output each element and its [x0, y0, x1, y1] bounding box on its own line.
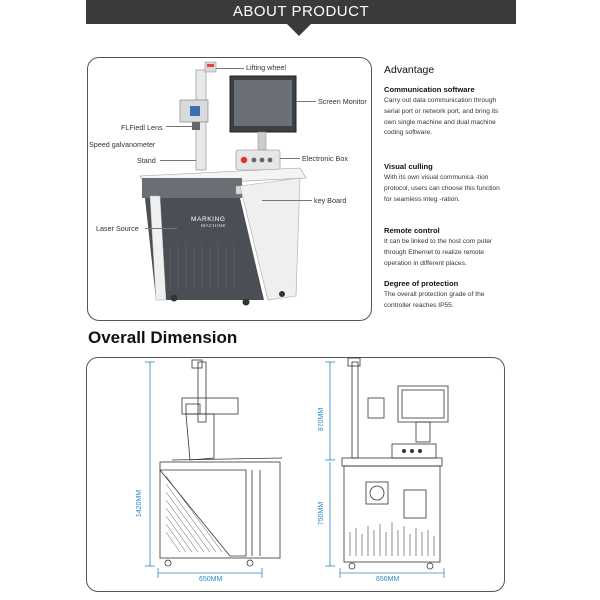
dimension-panel: [86, 357, 505, 592]
callout-lifting-wheel: Lifting wheel: [246, 63, 286, 72]
callout-electronic-box: Electronic Box: [302, 154, 348, 163]
caster: [279, 291, 285, 297]
callout-galvanometer: Speed galvanometer: [89, 140, 156, 149]
dimension-right-top-height: 870MM: [318, 407, 326, 432]
machine-text-line1: MARKING: [191, 216, 226, 223]
dimension-right-bottom-height: 750MM: [318, 501, 326, 526]
callout-keyboard: key Board: [314, 196, 347, 205]
feature-title: Remote control: [384, 226, 440, 235]
dimension-left-height: 1420MM: [136, 489, 144, 518]
dimension-left-width: 650MM: [199, 576, 223, 583]
caster: [242, 298, 250, 306]
feature-text: With its own visual communica -tion prot…: [384, 174, 500, 203]
banner-notch: [287, 24, 311, 36]
section-banner: ABOUT PRODUCT: [86, 0, 516, 24]
feature-text: It can be linked to the host com puter t…: [384, 238, 493, 267]
feature-text: Carry out data communication through ser…: [384, 97, 499, 137]
feature-title: Degree of protection: [384, 279, 459, 288]
caster: [170, 294, 178, 302]
machine-text-line2: MACHINE: [201, 224, 226, 229]
dimension-right-width: 650MM: [376, 576, 400, 583]
callout-stand: Stand: [137, 156, 156, 165]
advantage-heading: Advantage: [384, 64, 435, 76]
feature-title: Communication software: [384, 85, 475, 94]
banner-title: ABOUT PRODUCT: [232, 3, 370, 20]
feature-text: The overall protection grade of the cont…: [384, 291, 485, 309]
callout-lens: FLFiedl Lens: [121, 123, 163, 132]
lens: [192, 122, 200, 130]
dimension-title: Overall Dimension: [88, 328, 238, 347]
feature-title: Visual culling: [384, 162, 433, 171]
callout-screen-monitor: Screen Monitor: [318, 97, 367, 106]
callout-laser-source: Laser Source: [96, 224, 139, 233]
